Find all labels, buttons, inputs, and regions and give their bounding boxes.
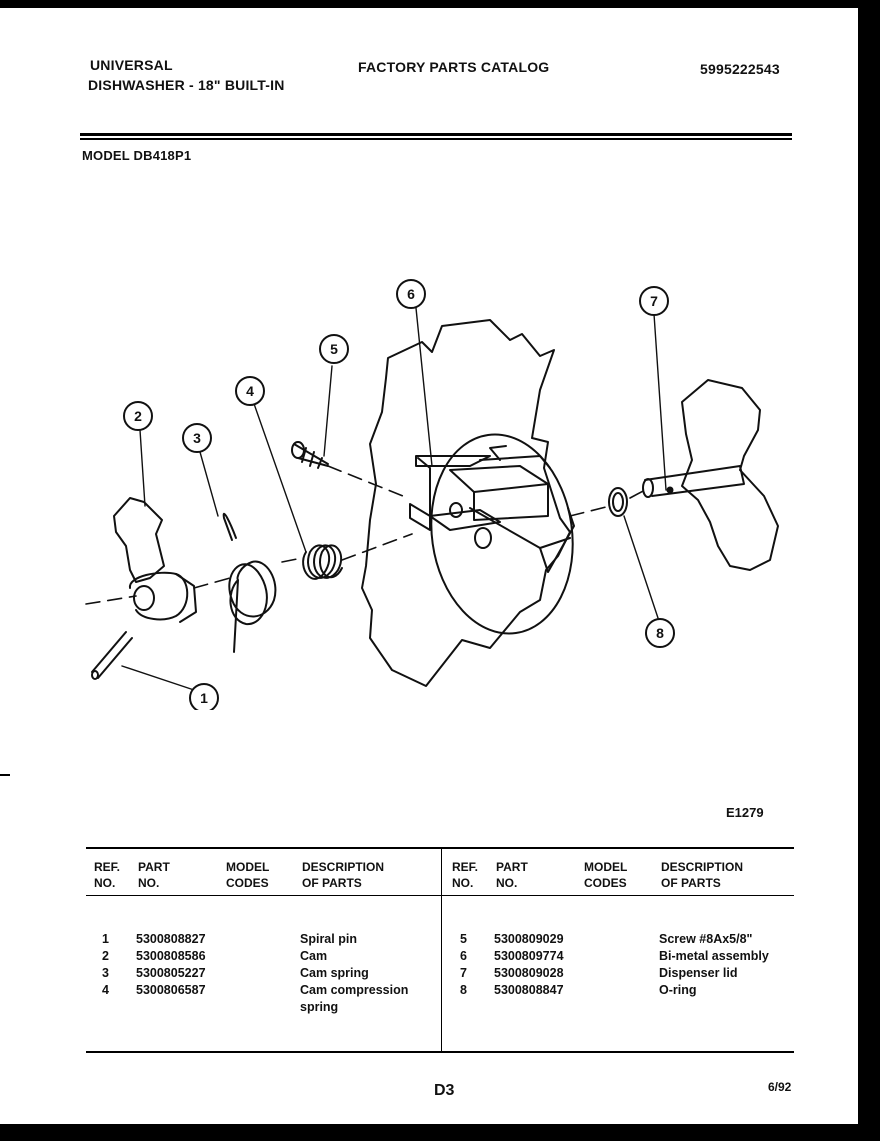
callout-5 [319, 334, 349, 364]
part-no: 5300809774 [494, 949, 564, 963]
scan-border-top [0, 0, 880, 8]
scan-border-right [858, 0, 880, 1141]
catalog-title: FACTORY PARTS CATALOG [358, 59, 550, 75]
model-line: MODEL DB418P1 [82, 148, 192, 163]
part-description-cont: spring [300, 1000, 339, 1014]
table-row: 3 5300805227 Cam spring [86, 965, 441, 982]
callout-5-label: 5 [330, 341, 338, 357]
part-no: 5300808847 [494, 983, 564, 997]
header-rule-thin [80, 138, 792, 140]
page-code: D3 [434, 1082, 455, 1099]
part-description: Bi-metal assembly [659, 949, 769, 963]
table-row-continuation: spring [86, 999, 441, 1016]
callout-7 [639, 286, 669, 316]
part-no: 5300805227 [136, 966, 206, 980]
exploded-parts-diagram: 1 2 3 4 5 6 7 8 [85, 279, 779, 710]
catalog-number: 5995222543 [700, 61, 780, 77]
cam [113, 497, 165, 583]
table-row: 5 5300809029 Screw #8Ax5/8" [442, 931, 794, 948]
cam-compression-spring [302, 544, 343, 580]
part-description: O-ring [659, 983, 697, 997]
part-no: 5300806587 [136, 983, 206, 997]
part-no: 5300808586 [136, 949, 206, 963]
o-ring [608, 487, 628, 517]
part-description: Cam compression [300, 983, 409, 997]
margin-tick [0, 774, 10, 776]
cam-spring [228, 560, 277, 653]
ref-no: 6 [460, 949, 467, 963]
callout-3 [182, 423, 212, 453]
table-row: 2 5300808586 Cam [86, 948, 441, 965]
housing-plate [361, 319, 571, 687]
table-row: 7 5300809028 Dispenser lid [442, 965, 794, 982]
brand-name: UNIVERSAL [90, 57, 173, 73]
screw [293, 443, 329, 469]
bimetal-assembly [415, 455, 491, 467]
header-rule [80, 133, 792, 136]
callout-1 [189, 683, 219, 710]
table-row: 6 5300809774 Bi-metal assembly [442, 948, 794, 965]
revision-date: 6/92 [768, 1080, 792, 1094]
ref-no: 4 [102, 983, 109, 997]
ref-no: 5 [460, 932, 467, 946]
ref-no: 1 [102, 932, 109, 946]
callout-6-label: 6 [407, 286, 415, 302]
header-ref-right: REF.NO. [452, 860, 479, 890]
callout-1-label: 1 [200, 690, 208, 706]
callout-markers [123, 279, 675, 710]
right-rows: 5 5300809029 Screw #8Ax5/8" 6 5300809774… [442, 931, 794, 999]
product-title: DISHWASHER - 18" BUILT-IN [88, 77, 285, 93]
part-description: Cam [300, 949, 328, 963]
housing-disc [430, 433, 574, 635]
callout-4 [235, 376, 265, 406]
callout-2-label: 2 [134, 408, 142, 424]
callout-7-label: 7 [650, 293, 658, 309]
ref-no: 7 [460, 966, 467, 980]
ref-no: 8 [460, 983, 467, 997]
figure-code: E1279 [726, 805, 764, 820]
part-no: 5300808827 [136, 932, 206, 946]
part-description: Dispenser lid [659, 966, 738, 980]
part-no: 5300809029 [494, 932, 564, 946]
callout-4-label: 4 [246, 383, 254, 399]
callout-3-label: 3 [193, 430, 201, 446]
part-description: Cam spring [300, 966, 369, 980]
callout-6 [396, 279, 426, 309]
callout-2 [123, 401, 153, 431]
left-rows: 1 5300808827 Spiral pin 2 5300808586 Cam… [86, 931, 441, 1016]
ref-no: 3 [102, 966, 109, 980]
callout-8 [645, 618, 675, 648]
ref-no: 2 [102, 949, 109, 963]
table-row: 8 5300808847 O-ring [442, 982, 794, 999]
table-divider [441, 847, 442, 1053]
table-row: 1 5300808827 Spiral pin [86, 931, 441, 948]
table-rule-top [86, 847, 794, 849]
part-no: 5300809028 [494, 966, 564, 980]
scan-border-bottom [0, 1124, 880, 1141]
dispenser-lid [681, 379, 779, 571]
table-row: 4 5300806587 Cam compression [86, 982, 441, 999]
table-rule-bottom [86, 1051, 794, 1053]
spiral-pin [91, 631, 133, 679]
table-rule-header [86, 895, 794, 896]
callout-8-label: 8 [656, 625, 664, 641]
part-description: Spiral pin [300, 932, 357, 946]
part-description: Screw #8Ax5/8" [659, 932, 753, 946]
header-ref-left: REF.NO. [94, 860, 121, 890]
